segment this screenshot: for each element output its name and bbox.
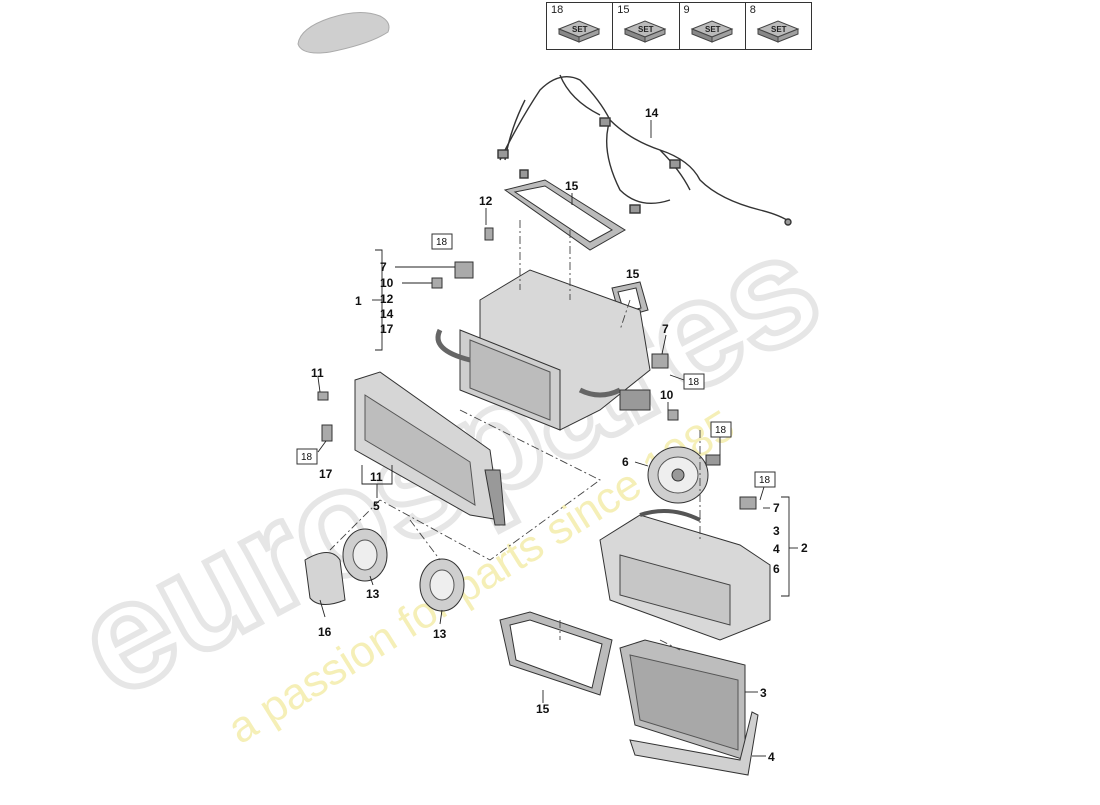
callout-1: 1 xyxy=(355,294,362,308)
ref-box-18-e-label: 18 xyxy=(759,475,771,486)
set-icon: SET xyxy=(623,20,667,43)
group2-item-3: 3 xyxy=(773,524,780,538)
ref-box-18-e xyxy=(754,471,776,488)
ref-box-18-d xyxy=(710,421,732,438)
set-quantity-table: 18 SET 15 SET 9 SET 8 SET xyxy=(546,2,812,50)
group2-item-4: 4 xyxy=(773,542,780,556)
set-cell: 15 SET xyxy=(613,3,680,49)
callout-7: 7 xyxy=(662,322,669,336)
set-qty: 15 xyxy=(617,4,630,16)
set-icon: SET xyxy=(690,20,733,43)
sensor-small xyxy=(317,227,757,510)
callout-11-top: 11 xyxy=(311,366,324,380)
set-icon: SET xyxy=(756,20,800,43)
ref-box-18-a-label: 18 xyxy=(436,237,448,248)
set-qty: 9 xyxy=(683,4,690,16)
svg-text:SET: SET xyxy=(638,25,654,34)
callout-13-right: 13 xyxy=(433,627,447,641)
ref-box-18-d-label: 18 xyxy=(715,425,727,436)
callout-6: 6 xyxy=(622,455,629,469)
callout-14: 14 xyxy=(645,106,659,120)
callout-15-top: 15 xyxy=(565,179,579,193)
callout-5: 5 xyxy=(373,499,380,513)
heater-housing xyxy=(435,269,651,431)
set-cell: 9 SET xyxy=(680,3,746,49)
callout-2: 2 xyxy=(801,541,808,555)
callout-11-bottom: 11 xyxy=(370,470,383,484)
set-cell: 8 SET xyxy=(746,3,811,49)
cabin-filter xyxy=(619,639,746,761)
group1-item-7: 7 xyxy=(380,260,387,274)
callout-17: 17 xyxy=(319,467,333,481)
group1-item-12: 12 xyxy=(380,292,394,306)
ref-box-18-c-label: 18 xyxy=(301,452,313,463)
ref-box-18-c xyxy=(296,448,318,465)
callout-4: 4 xyxy=(768,750,775,764)
callout-3: 3 xyxy=(760,686,767,700)
group2-item-7: 7 xyxy=(773,501,780,515)
svg-text:SET: SET xyxy=(572,25,588,34)
car-silhouette-icon xyxy=(297,12,390,54)
set-qty: 8 xyxy=(749,4,756,16)
callout-16: 16 xyxy=(318,625,332,639)
group1-item-14: 14 xyxy=(380,307,394,321)
air-flaps xyxy=(304,528,465,612)
ref-box-18-a xyxy=(431,233,453,250)
group2-item-6: 6 xyxy=(773,562,780,576)
evaporator-cover xyxy=(354,371,506,526)
ref-box-18-b-label: 18 xyxy=(688,377,700,388)
svg-text:SET: SET xyxy=(771,25,787,34)
callout-10: 10 xyxy=(660,388,674,402)
callout-15-small: 15 xyxy=(626,267,640,281)
svg-text:SET: SET xyxy=(705,25,721,34)
leader-lines xyxy=(317,120,798,757)
group1-item-10: 10 xyxy=(380,276,394,290)
group1-item-17: 17 xyxy=(380,322,394,336)
blower-motor xyxy=(647,446,721,504)
blower-housing xyxy=(599,509,771,641)
gasket-top xyxy=(503,179,626,251)
ref-box-18-b xyxy=(683,373,705,390)
callout-labels: 14 15 12 18 7 10 12 14 17 1 15 7 18 10 1… xyxy=(296,106,808,764)
callout-13-left: 13 xyxy=(366,587,380,601)
callout-15-bottom: 15 xyxy=(536,702,550,716)
callout-12: 12 xyxy=(479,194,493,208)
set-icon: SET xyxy=(557,20,601,43)
wiring-harness xyxy=(497,74,792,226)
filter-strip xyxy=(629,711,759,776)
set-qty: 18 xyxy=(551,4,564,16)
gasket-bottom xyxy=(499,611,613,696)
assembly-lines xyxy=(329,220,701,651)
set-cell: 18 SET xyxy=(547,3,614,49)
